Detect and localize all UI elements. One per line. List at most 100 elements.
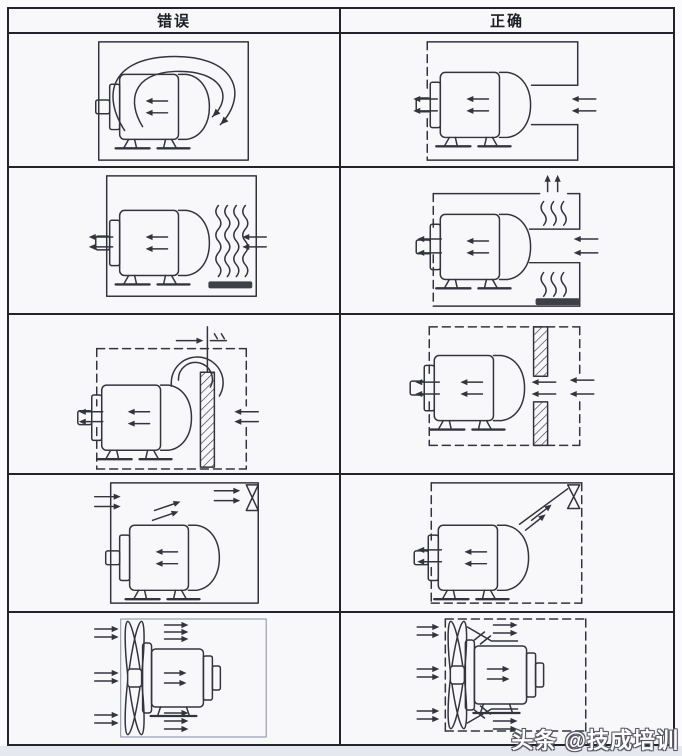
hatched-wall bbox=[532, 401, 549, 447]
page-margin-strip bbox=[0, 746, 682, 756]
enclosure bbox=[426, 41, 579, 161]
cell-row4-correct bbox=[341, 475, 673, 613]
airflow-arrow bbox=[93, 503, 121, 510]
airflow-arrow bbox=[93, 711, 119, 719]
airflow-arrow bbox=[464, 548, 488, 555]
airflow-arrow bbox=[93, 669, 119, 677]
diagram-heat-source-duct bbox=[415, 174, 599, 307]
motor bbox=[77, 384, 193, 461]
diagram-propeller-baffles bbox=[416, 618, 587, 733]
header-wrong-label: 错误 bbox=[156, 13, 191, 30]
enclosure bbox=[428, 326, 581, 447]
airflow-arrow bbox=[93, 677, 119, 685]
airflow-arrow bbox=[242, 233, 267, 241]
airflow-arrow bbox=[524, 514, 546, 531]
airflow-arrow bbox=[163, 669, 187, 677]
propeller-hub bbox=[449, 665, 466, 685]
airflow-arrow bbox=[554, 174, 561, 193]
airflow-arrow bbox=[466, 107, 490, 114]
airflow-arrow bbox=[413, 107, 439, 114]
airflow-arrow bbox=[93, 493, 121, 500]
airflow-arrow bbox=[78, 408, 104, 415]
cell-row2-wrong bbox=[9, 168, 341, 315]
airflow-arrow bbox=[417, 546, 443, 553]
diagram-wall-too-close bbox=[77, 326, 259, 470]
airflow-arrow bbox=[573, 249, 599, 256]
enclosure bbox=[432, 192, 581, 307]
airflow-arrow bbox=[163, 628, 189, 636]
header-correct: 正确 bbox=[341, 9, 673, 34]
airflow-arrow bbox=[213, 487, 241, 494]
heat-wave bbox=[540, 271, 547, 297]
motor bbox=[464, 639, 545, 715]
heat-source-bar bbox=[208, 281, 253, 289]
cell-row3-wrong bbox=[9, 315, 341, 475]
airflow-arrow bbox=[569, 377, 595, 384]
cell-row4-wrong bbox=[9, 475, 341, 613]
diagram-ducted-fan bbox=[413, 482, 583, 604]
airflow-arrow bbox=[464, 560, 488, 567]
propeller bbox=[124, 620, 145, 736]
airflow-arrow bbox=[153, 501, 181, 512]
hatched-wall bbox=[532, 326, 549, 377]
cell-row3-correct bbox=[341, 315, 673, 475]
motor bbox=[94, 209, 211, 286]
recirculation-arrows bbox=[112, 55, 236, 132]
airflow-arrow bbox=[571, 107, 597, 114]
airflow-arrow bbox=[416, 715, 440, 723]
motor bbox=[409, 354, 526, 431]
airflow-arrow bbox=[416, 707, 440, 715]
airflow-arrow bbox=[416, 673, 440, 681]
airflow-arrow bbox=[175, 337, 204, 344]
airflow-arrow bbox=[417, 558, 443, 565]
airflow-arrow bbox=[573, 235, 599, 243]
exhaust-fan-icon bbox=[566, 484, 581, 510]
comparison-table: 错误 正确 bbox=[7, 7, 675, 746]
airflow-arrow bbox=[492, 725, 518, 733]
airflow-arrow bbox=[93, 633, 119, 641]
motor bbox=[415, 71, 532, 148]
airflow-arrow bbox=[486, 675, 510, 683]
airflow-arrow bbox=[571, 95, 597, 103]
airflow-arrow bbox=[88, 233, 114, 241]
airflow-arrow bbox=[213, 497, 241, 504]
airflow-arrow bbox=[78, 418, 104, 425]
watermark: 头条 @技成培训 bbox=[511, 728, 679, 753]
enclosure bbox=[444, 618, 587, 732]
airflow-arrow bbox=[242, 243, 267, 250]
intake-duct bbox=[528, 228, 581, 264]
diagram-wall-opening bbox=[409, 326, 595, 447]
airflow-arrow bbox=[416, 631, 440, 639]
motor bbox=[415, 213, 532, 290]
exhaust-fan-icon bbox=[245, 484, 259, 512]
airflow-arrow bbox=[417, 235, 443, 243]
cell-row2-correct bbox=[341, 168, 673, 315]
airflow-arrow bbox=[93, 719, 119, 727]
diagram-heat-source-intake bbox=[88, 175, 267, 297]
heat-wave bbox=[550, 200, 557, 226]
airflow-arrow bbox=[127, 408, 151, 415]
arrow-head bbox=[220, 116, 229, 125]
enclosure bbox=[430, 482, 583, 604]
airflow-arrow bbox=[163, 679, 187, 687]
airflow-arrow bbox=[163, 635, 189, 643]
airflow-arrow bbox=[145, 245, 169, 252]
diagram-open-propeller bbox=[93, 618, 267, 738]
airflow-arrow bbox=[466, 95, 490, 103]
airflow-arrow bbox=[569, 390, 595, 398]
airflow-arrow bbox=[155, 560, 179, 567]
clearance-dimension bbox=[175, 333, 228, 344]
airflow-arrow bbox=[88, 243, 114, 250]
heat-wave bbox=[560, 271, 567, 297]
diagram-sealed-enclosure bbox=[94, 41, 250, 161]
propeller-hub bbox=[126, 668, 143, 688]
airflow-arrow bbox=[460, 390, 484, 398]
airflow-arrow bbox=[93, 625, 119, 633]
motor bbox=[141, 642, 222, 718]
enclosure bbox=[109, 482, 259, 604]
enclosure bbox=[97, 41, 250, 161]
header-wrong: 错误 bbox=[9, 9, 341, 34]
cell-row5-wrong bbox=[9, 613, 341, 744]
airflow-arrow bbox=[145, 97, 169, 105]
airflow-arrow bbox=[145, 109, 169, 116]
